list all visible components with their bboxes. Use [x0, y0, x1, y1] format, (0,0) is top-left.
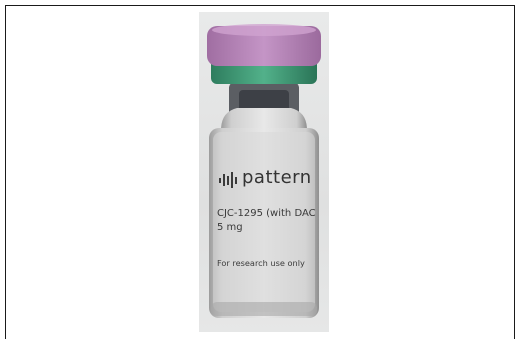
vial-photo: pattern CJC-1295 (with DAC 5 mg For rese… — [199, 12, 329, 332]
vial-illustration — [207, 24, 321, 318]
product-name: CJC-1295 (with DAC — [217, 208, 316, 219]
brand-name: pattern — [242, 167, 312, 188]
bars-logo-icon — [219, 172, 237, 188]
product-dose: 5 mg — [217, 222, 243, 233]
research-disclaimer: For research use only — [217, 258, 305, 268]
vial-cap — [207, 26, 321, 66]
